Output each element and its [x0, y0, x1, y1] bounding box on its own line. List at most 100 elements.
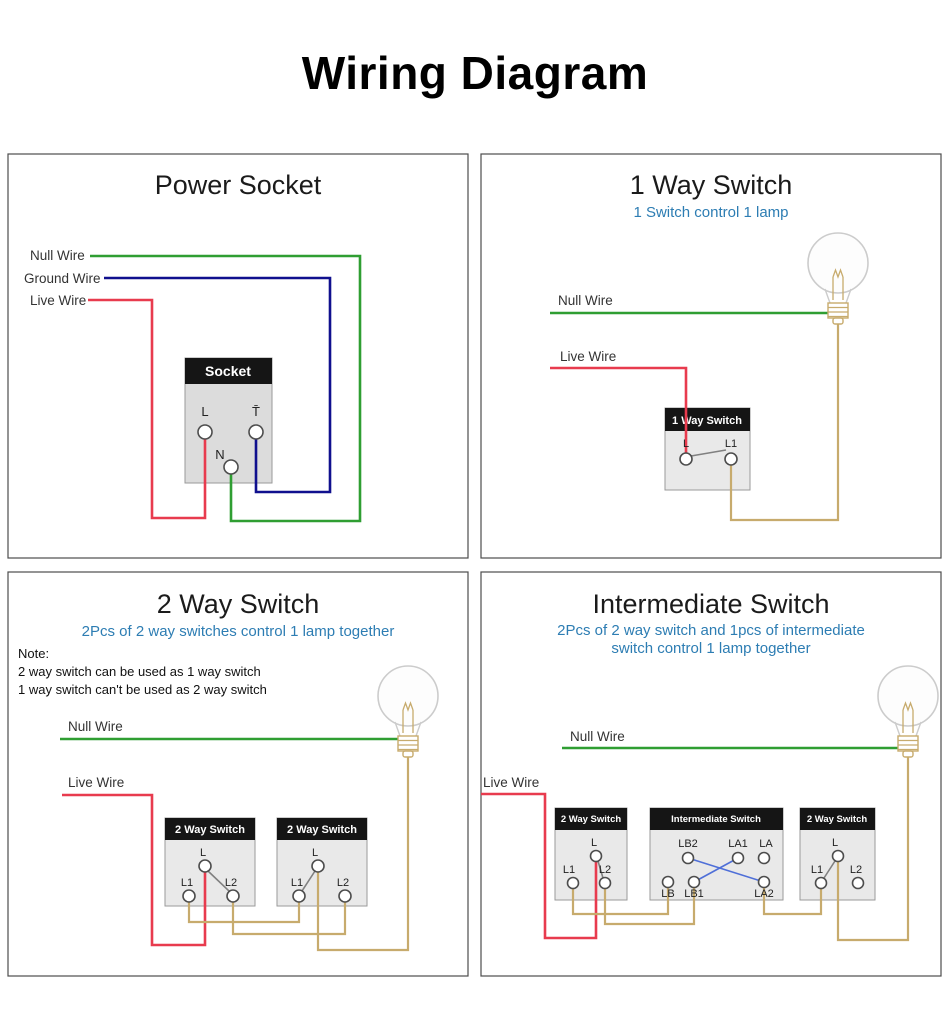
terminal-l-label: L — [683, 438, 689, 450]
intermediate-subtitle-line-2: switch control 1 lamp together — [611, 640, 810, 657]
inter-terminal-lb1-label: LB1 — [684, 888, 704, 900]
intermediate-header — [650, 808, 783, 830]
sw2-terminal-l1-label: L1 — [291, 877, 303, 889]
link-wire-l2-lb1 — [603, 882, 696, 926]
panel-one-way-switch — [480, 153, 942, 559]
page-title: Wiring Diagram — [302, 47, 649, 99]
live-wire-label: Live Wire — [560, 349, 616, 364]
socket-terminal-l-label: L — [201, 404, 208, 419]
two-way-subtitle: 2Pcs of 2 way switches control 1 lamp to… — [82, 623, 395, 640]
isw1-terminal-l2-label: L2 — [599, 864, 611, 876]
isw1-terminal-l1-label: L1 — [563, 864, 575, 876]
panel-power-socket — [7, 153, 469, 559]
inter-terminal-lb-label: LB — [661, 888, 674, 900]
lamp-wire — [316, 757, 410, 952]
inter-terminal-la-label: LA — [759, 838, 773, 850]
one-way-title: 1 Way Switch — [630, 170, 793, 200]
isw1-terminal-l-label: L — [591, 837, 597, 849]
intermediate-title: Intermediate Switch — [592, 589, 829, 619]
isw1-terminal-l-circle — [589, 849, 603, 863]
socket-terminal-n-circle — [223, 459, 239, 475]
socket-header-label: Socket — [205, 363, 251, 379]
link-wire-l1-l1 — [187, 896, 301, 924]
inter-terminal-la1-label: LA1 — [728, 838, 748, 850]
inter-terminal-lb2-circle — [681, 851, 695, 865]
sw1-terminal-l1-circle — [182, 889, 196, 903]
two-way-title: 2 Way Switch — [157, 589, 320, 619]
one-way-switch-header-label: 1 Way Switch — [672, 415, 742, 427]
sw1-terminal-l1-label: L1 — [181, 877, 193, 889]
int-two-way-2-header-label: 2 Way Switch — [807, 814, 868, 825]
lamp-wire — [729, 324, 840, 522]
null-wire-label: Null Wire — [570, 729, 625, 744]
int-switch-2-lever — [823, 860, 836, 879]
link-wire-l1-lb — [571, 882, 670, 916]
int-two-way-2-header — [800, 808, 875, 830]
inter-terminal-lb2-label: LB2 — [678, 838, 698, 850]
ground-wire-label: Ground Wire — [24, 271, 101, 286]
isw1-terminal-l1-circle — [566, 876, 580, 890]
two-way-switch-1-header — [165, 818, 255, 840]
isw1-terminal-l2-circle — [598, 876, 612, 890]
isw2-terminal-l1-circle — [814, 876, 828, 890]
terminal-l1-label: L1 — [725, 438, 737, 450]
int-two-way-1-header-label: 2 Way Switch — [561, 814, 622, 825]
inter-terminal-la2-circle — [757, 875, 771, 889]
sw2-terminal-l-label: L — [312, 847, 318, 859]
terminal-l-circle — [679, 452, 693, 466]
int-switch-1-lever — [597, 860, 604, 879]
socket-terminal-l-circle — [197, 424, 213, 440]
sw2-terminal-l2-circle — [338, 889, 352, 903]
terminal-l1-circle — [724, 452, 738, 466]
sw2-terminal-l2-label: L2 — [337, 877, 349, 889]
panel-intermediate-switch — [480, 571, 942, 977]
intermediate-cross-line-2 — [693, 857, 739, 883]
int-two-way-1-header — [555, 808, 627, 830]
intermediate-header-label: Intermediate Switch — [671, 814, 761, 825]
switch-1-lever — [207, 870, 230, 892]
live-wire — [88, 298, 207, 520]
null-wire-label: Null Wire — [30, 248, 85, 263]
intermediate-cross-line-1 — [687, 857, 765, 883]
switch-lever — [690, 449, 727, 457]
sw2-terminal-l-circle — [311, 859, 325, 873]
lamp-wire — [836, 757, 910, 942]
inter-terminal-lb-circle — [661, 875, 675, 889]
inter-terminal-la1-circle — [731, 851, 745, 865]
isw2-terminal-l1-label: L1 — [811, 864, 823, 876]
panel-two-way-switch — [7, 571, 469, 977]
live-wire-label: Live Wire — [30, 293, 86, 308]
link-wire-la2-l1 — [762, 882, 823, 916]
two-way-switch-2-header — [277, 818, 367, 840]
live-wire-label: Live Wire — [68, 775, 124, 790]
two-way-switch-2-header-label: 2 Way Switch — [287, 824, 357, 836]
sw1-terminal-l-label: L — [200, 847, 206, 859]
null-wire-label: Null Wire — [68, 719, 123, 734]
note-line-1: 2 way switch can be used as 1 way switch — [18, 664, 261, 679]
sw1-terminal-l-circle — [198, 859, 212, 873]
one-way-subtitle: 1 Switch control 1 lamp — [633, 204, 788, 221]
socket-header — [185, 358, 272, 384]
live-wire — [550, 366, 688, 455]
live-wire-label: Live Wire — [483, 775, 539, 790]
socket-terminal-n-label: N — [215, 447, 224, 462]
inter-terminal-la2-label: LA2 — [754, 888, 774, 900]
sw1-terminal-l2-label: L2 — [225, 877, 237, 889]
isw2-terminal-l2-circle — [851, 876, 865, 890]
two-way-switch-1-header-label: 2 Way Switch — [175, 824, 245, 836]
note-heading: Note: — [18, 646, 49, 661]
note-line-2: 1 way switch can't be used as 2 way swit… — [18, 682, 267, 697]
live-wire — [62, 793, 207, 947]
ground-wire — [104, 276, 332, 494]
null-wire-label: Null Wire — [558, 293, 613, 308]
inter-terminal-la-circle — [757, 851, 771, 865]
link-wire-l2-l2 — [231, 896, 347, 936]
isw2-terminal-l-label: L — [832, 837, 838, 849]
null-wire — [90, 254, 362, 523]
sw2-terminal-l1-circle — [292, 889, 306, 903]
switch-2-lever — [301, 870, 316, 892]
isw2-terminal-l-circle — [831, 849, 845, 863]
isw2-terminal-l2-label: L2 — [850, 864, 862, 876]
